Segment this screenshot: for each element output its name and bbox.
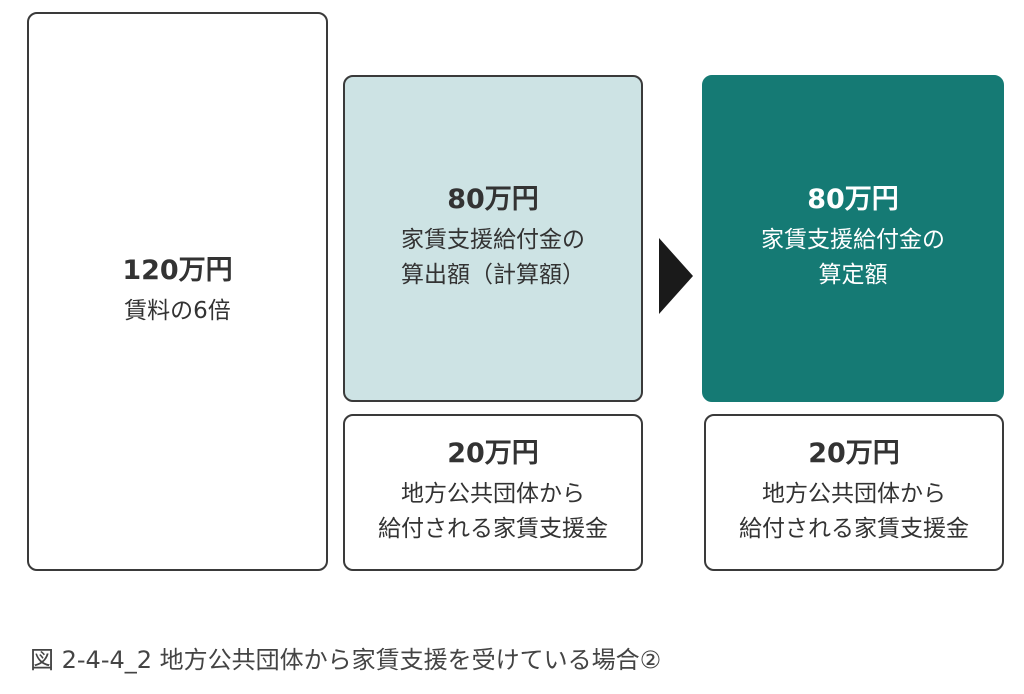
triangle-right-icon [659, 238, 693, 314]
local-support-label-left: 地方公共団体から 給付される家賃支援金 [378, 480, 608, 543]
local-support-amount-left: 20万円 [447, 437, 539, 469]
calculated-benefit-box: 80万円 家賃支援給付金の 算出額（計算額） [343, 75, 643, 402]
rent-total-label: 賃料の6倍 [124, 297, 231, 324]
calculated-benefit-label: 家賃支援給付金の 算出額（計算額） [401, 226, 585, 289]
local-support-label-right: 地方公共団体から 給付される家賃支援金 [739, 480, 969, 543]
calculated-benefit-amount: 80万円 [447, 183, 539, 215]
assessed-benefit-amount: 80万円 [807, 183, 899, 215]
assessed-benefit-label: 家賃支援給付金の 算定額 [761, 226, 945, 289]
local-support-box-left: 20万円 地方公共団体から 給付される家賃支援金 [343, 414, 643, 571]
figure-caption: 図 2-4-4_2 地方公共団体から家賃支援を受けている場合② [30, 646, 662, 674]
assessed-benefit-box: 80万円 家賃支援給付金の 算定額 [702, 75, 1004, 402]
rent-total-box: 120万円 賃料の6倍 [27, 12, 328, 571]
local-support-box-right: 20万円 地方公共団体から 給付される家賃支援金 [704, 414, 1004, 571]
rent-total-amount: 120万円 [122, 254, 233, 286]
local-support-amount-right: 20万円 [808, 437, 900, 469]
